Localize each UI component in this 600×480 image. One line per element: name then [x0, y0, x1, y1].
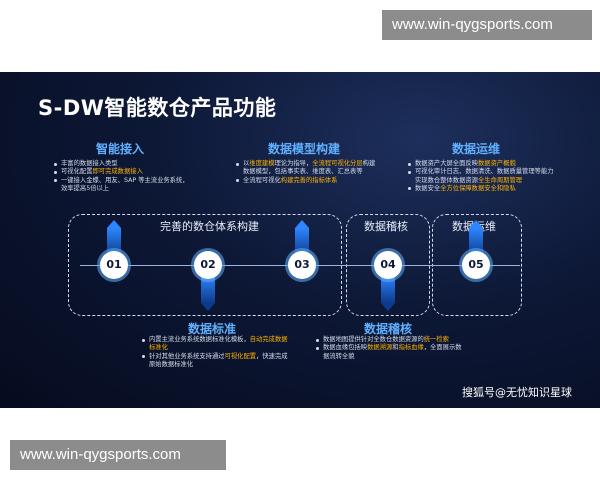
bullet-text: 内置主流业务系统数据标准化模板，	[149, 336, 250, 343]
section-title-smart-ingest: 智能接入	[96, 142, 145, 156]
bullet-item: 针对其他业务系统支持通过可视化配置，快速完成原始数据标准化	[142, 353, 292, 370]
bullet-item: 丰富的数据接入类型	[54, 160, 194, 168]
section-list-data-ops: 数据资产大屏全面反映数据资产概貌可视化审计日志、数据清洗、数据质量管理等能力实现…	[408, 160, 558, 193]
highlight-text: 全流程可视化分层	[312, 160, 363, 167]
bullet-item: 以维度建模理论为指导，全流程可视化分层构建数据模型，包括事实表、维度表、汇总表等	[236, 160, 376, 177]
bullet-item: 数据血缘包括映数据溯源和指标血缘，全面展示数据流转全貌	[316, 344, 466, 361]
bullet-item: 一键接入金蝶、用友、SAP 等主流业务系统，效率提高5倍以上	[54, 177, 194, 194]
bullet-text: 构建数据模型，包括事实表、维度表、汇总表等	[243, 160, 376, 176]
highlight-text: 全生命周期管理	[477, 176, 523, 184]
bullet-text: 全流程可视化	[243, 176, 281, 184]
bullet-item: 全流程可视化构建完善的指标体系	[236, 177, 376, 185]
step-node-04: 04	[374, 251, 402, 279]
highlight-text: 构建完善的指标体系	[280, 176, 338, 184]
highlight-text: 数据资产概貌	[477, 160, 516, 167]
bullet-text: ，快速完成原始数据标准化	[149, 352, 288, 368]
bullet-text: 数据资产大屏全面反映	[415, 160, 478, 167]
section-list-data-standard: 内置主流业务系统数据标准化模板，自动完成数据标准化针对其他业务系统支持通过可视化…	[142, 336, 292, 369]
section-list-data-audit: 数据地图提供针对全数仓数据资源的统一检索数据血缘包括映数据溯源和指标血缘，全面展…	[316, 336, 466, 361]
frame-label-audit: 数据稽核	[364, 220, 408, 233]
bullet-text: 以	[243, 160, 250, 167]
section-list-data-model: 以维度建模理论为指导，全流程可视化分层构建数据模型，包括事实表、维度表、汇总表等…	[236, 160, 376, 185]
bullet-item: 数据资产大屏全面反映数据资产概貌	[408, 160, 558, 168]
bullet-item: 数据安全全方位保障数据安全和隐私	[408, 185, 558, 193]
highlight-text: 数据溯源	[367, 344, 393, 352]
highlight-text: 可视化配置	[224, 352, 257, 360]
highlight-text: 统一检索	[423, 336, 449, 343]
bullet-item: 可视化审计日志、数据清洗、数据质量管理等能力实现数仓整体数据资源全生命周期管理	[408, 168, 558, 185]
section-title-data-ops: 数据运维	[452, 142, 501, 156]
watermark-bottom: www.win-qygsports.com	[10, 440, 226, 470]
section-list-smart-ingest: 丰富的数据接入类型可视化配置即可完成数据接入一键接入金蝶、用友、SAP 等主流业…	[54, 160, 194, 193]
sohu-credit: 搜狐号@无忧知识星球	[462, 386, 572, 399]
step-node-05: 05	[462, 251, 490, 279]
bullet-text: 和	[392, 344, 399, 352]
pillar-up-05	[469, 220, 483, 256]
bullet-text: 可视化审计日志、数据清洗、数据质量管理等能力实现数仓整体数据资源	[415, 168, 554, 184]
step-node-02: 02	[194, 251, 222, 279]
highlight-text: 即可完成数据接入	[92, 168, 143, 176]
bullet-item: 内置主流业务系统数据标准化模板，自动完成数据标准化	[142, 336, 292, 353]
highlight-text: 全方位保障数据安全和隐私	[440, 184, 516, 192]
highlight-text: 维度建模	[249, 160, 275, 167]
bullet-text: 数据安全	[415, 184, 441, 192]
section-title-data-standard: 数据标准	[188, 322, 237, 336]
product-slide: S-DW智能数仓产品功能 智能接入 丰富的数据接入类型可视化配置即可完成数据接入…	[0, 72, 600, 408]
pillar-up-03	[295, 220, 309, 256]
step-node-03: 03	[288, 251, 316, 279]
frame-label-warehouse: 完善的数仓体系构建	[160, 220, 259, 233]
bullet-text: 可视化配置	[61, 168, 93, 176]
slide-title: S-DW智能数仓产品功能	[38, 96, 277, 120]
pillar-down-04	[381, 275, 395, 311]
bullet-text: 丰富的数据接入类型	[61, 160, 118, 167]
step-node-01: 01	[100, 251, 128, 279]
bullet-text: 理论为指导，	[274, 160, 313, 167]
bullet-text: 一键接入金蝶、用友、SAP 等主流业务系统，效率提高5倍以上	[61, 176, 189, 192]
pillar-down-02	[201, 275, 215, 311]
section-title-data-model: 数据模型构建	[268, 142, 341, 156]
watermark-top: www.win-qygsports.com	[382, 10, 592, 40]
bullet-item: 数据地图提供针对全数仓数据资源的统一检索	[316, 336, 466, 344]
highlight-text: 自动完成数据标准化	[149, 336, 288, 352]
highlight-text: 指标血缘	[398, 344, 424, 352]
bullet-item: 可视化配置即可完成数据接入	[54, 168, 194, 176]
bullet-text: ，全面展示数据流转全貌	[323, 344, 462, 360]
bullet-text: 针对其他业务系统支持通过	[149, 352, 225, 360]
bullet-text: 数据血缘包括映	[323, 344, 368, 352]
bullet-text: 数据地图提供针对全数仓数据资源的	[323, 336, 424, 343]
section-title-data-audit: 数据稽核	[364, 322, 413, 336]
pillar-up-01	[107, 220, 121, 256]
